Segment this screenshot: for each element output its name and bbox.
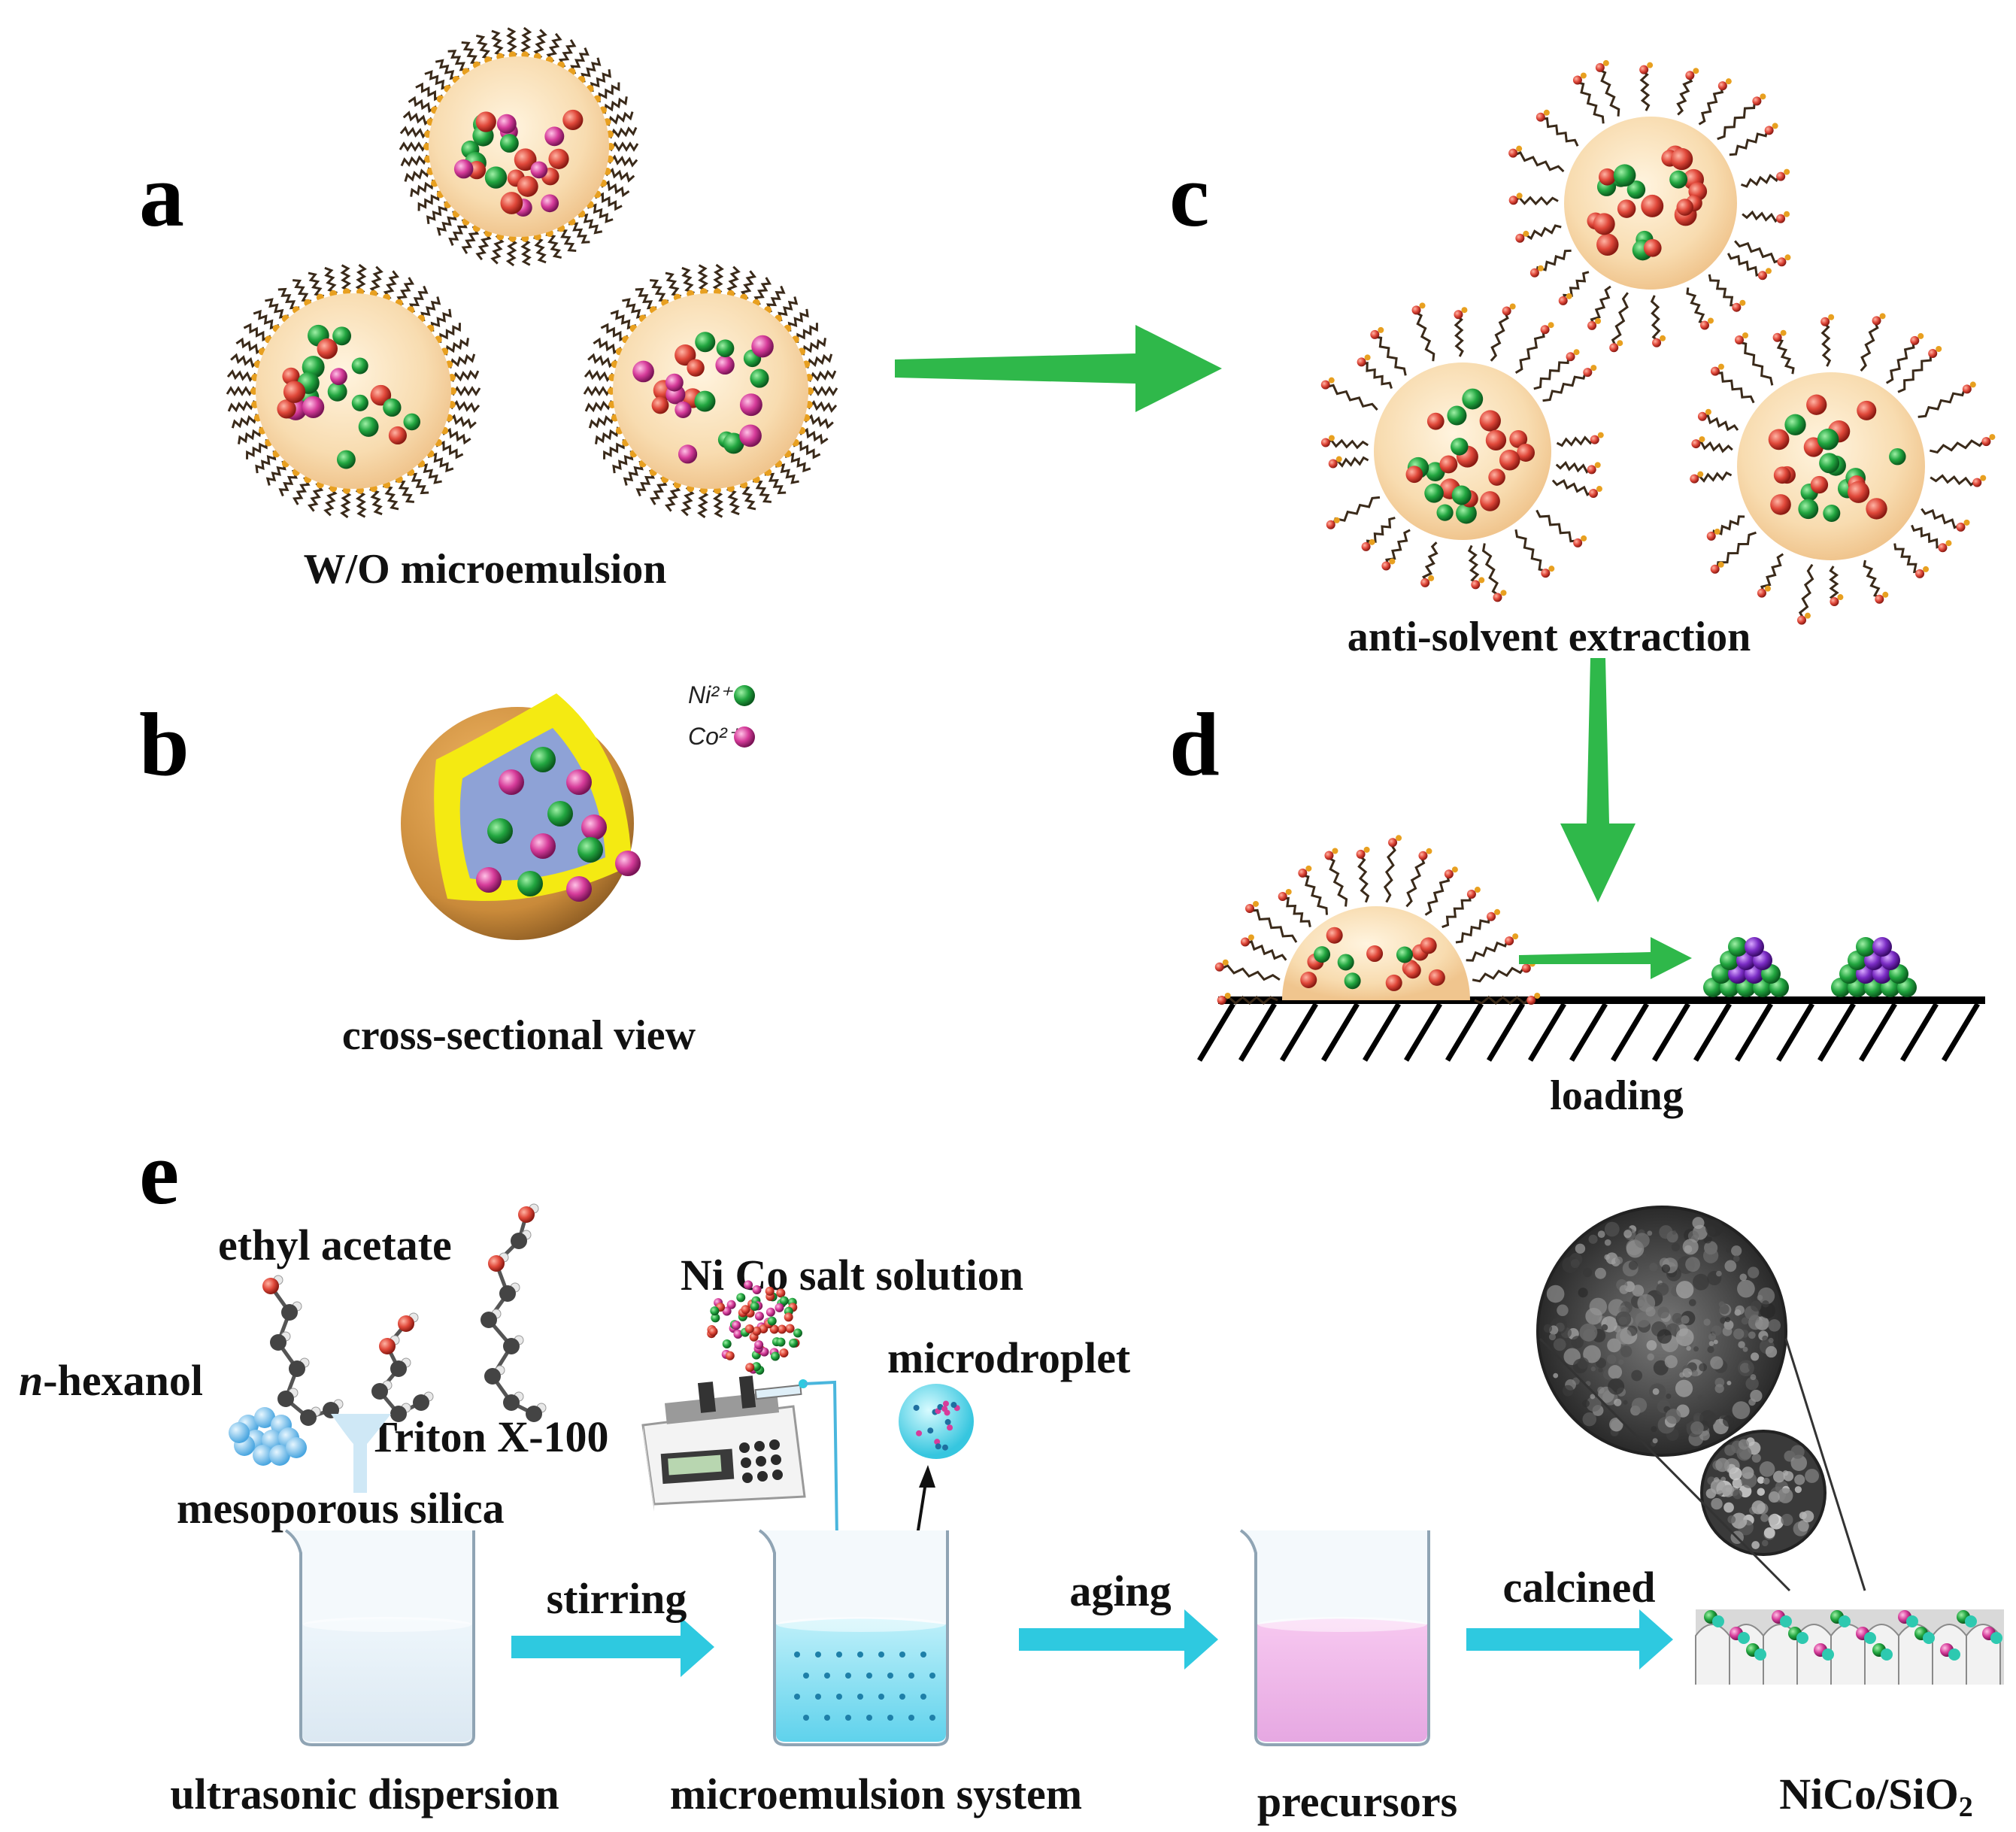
cross-section-particle bbox=[401, 693, 641, 940]
label-ni-co-salt-solution: Ni Co salt solution bbox=[681, 1251, 1023, 1300]
caption-wo-microemulsion: W/O microemulsion bbox=[304, 546, 667, 593]
label-microemulsion-system: microemulsion system bbox=[670, 1770, 1082, 1818]
beaker-precursors bbox=[1239, 1529, 1430, 1746]
green-arrow-a-to-c bbox=[895, 325, 1222, 412]
label-precursors: precursors bbox=[1257, 1777, 1457, 1826]
label-triton: Triton X-100 bbox=[368, 1412, 609, 1461]
panel-label-d: d bbox=[1169, 694, 1220, 794]
nico-clusters bbox=[1703, 937, 1917, 997]
ion-legend: Ni²⁺ Co²⁺ bbox=[688, 681, 755, 750]
panel-label-c: c bbox=[1169, 145, 1209, 245]
sem-image-small bbox=[1700, 1430, 1827, 1556]
zoom-lines bbox=[1539, 1337, 1866, 1592]
tem-image-large bbox=[1536, 1206, 1787, 1457]
label-nico-sio2: NiCo/SiO2 bbox=[1779, 1770, 1973, 1823]
beaker-microemulsion-system bbox=[758, 1529, 949, 1746]
molecule-models bbox=[262, 1203, 547, 1426]
legend-ni-ball bbox=[734, 685, 755, 706]
panel-label-b: b bbox=[139, 694, 189, 794]
panel-label-a: a bbox=[139, 145, 184, 245]
wo-microemulsion-droplets bbox=[226, 26, 838, 519]
arrow-aging bbox=[1019, 1609, 1218, 1670]
ni-co-salt-cluster-icon bbox=[707, 1280, 802, 1375]
label-microdroplet: microdroplet bbox=[887, 1333, 1131, 1382]
legend-co-ball bbox=[734, 726, 755, 748]
beaker-ultrasonic-dispersion bbox=[284, 1529, 475, 1746]
label-mesoporous-silica: mesoporous silica bbox=[177, 1484, 505, 1533]
panel-label-e: e bbox=[139, 1123, 179, 1223]
green-arrow-droplet-to-cluster bbox=[1519, 937, 1692, 979]
label-ethyl-acetate: ethyl acetate bbox=[218, 1221, 452, 1269]
syringe-tube bbox=[804, 1380, 838, 1539]
label-n-hexanol: n-hexanol bbox=[19, 1356, 203, 1405]
anti-solvent-droplets bbox=[1320, 59, 1996, 625]
syringe-pump-icon bbox=[641, 1376, 808, 1512]
loading-substrate bbox=[1196, 996, 1985, 1062]
arrow-calcined bbox=[1466, 1609, 1673, 1670]
caption-cross-sectional-view: cross-sectional view bbox=[342, 1012, 696, 1059]
arrow-stirring bbox=[511, 1617, 714, 1677]
microdroplet-icon bbox=[899, 1384, 974, 1459]
label-calcined: calcined bbox=[1503, 1563, 1656, 1612]
caption-loading: loading bbox=[1550, 1072, 1683, 1119]
funnel-icon bbox=[331, 1414, 391, 1493]
legend-co-label: Co²⁺ bbox=[688, 723, 741, 750]
loading-droplet bbox=[1214, 835, 1541, 1005]
mesoporous-silica-icon bbox=[229, 1407, 307, 1466]
nico-on-silica-support bbox=[1695, 1609, 2004, 1685]
green-arrow-c-to-d bbox=[1560, 658, 1636, 902]
caption-anti-solvent-extraction: anti-solvent extraction bbox=[1348, 614, 1751, 660]
label-aging: aging bbox=[1069, 1567, 1171, 1615]
label-stirring: stirring bbox=[547, 1574, 687, 1623]
label-ultrasonic-dispersion: ultrasonic dispersion bbox=[170, 1770, 559, 1818]
legend-ni-label: Ni²⁺ bbox=[688, 681, 733, 708]
